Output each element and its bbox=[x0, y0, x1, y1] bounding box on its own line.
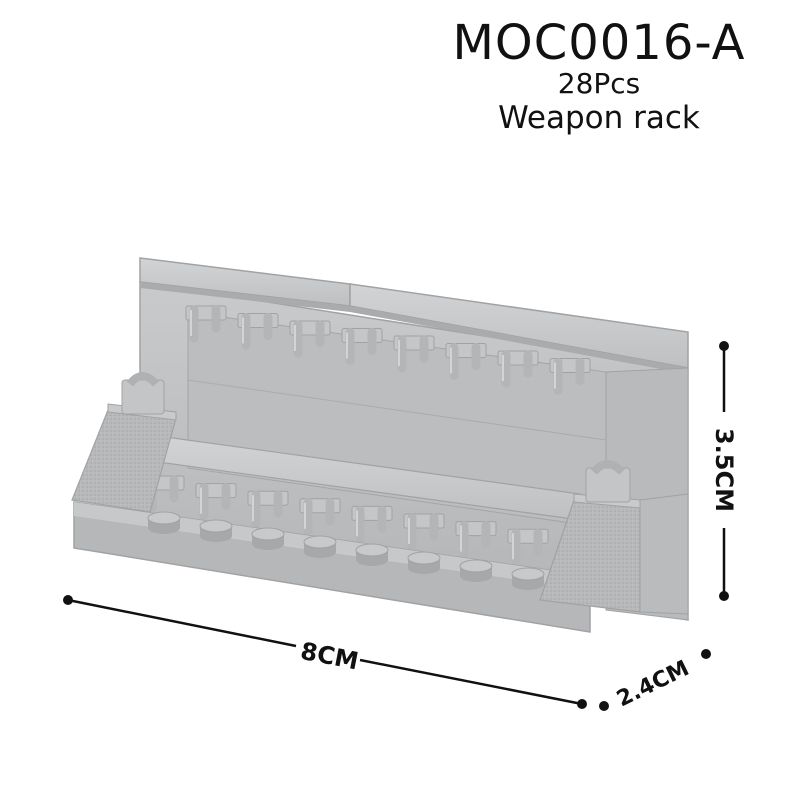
upper-clip bbox=[549, 358, 591, 395]
dimension-height: 3.5CM bbox=[710, 341, 738, 601]
upper-clip bbox=[185, 305, 227, 343]
lower-clip bbox=[247, 490, 289, 528]
length-label: 8CM bbox=[298, 637, 360, 676]
depth-label: 2.4CM bbox=[613, 656, 693, 712]
dimension-depth: 2.4CM bbox=[599, 649, 711, 712]
left-support-brick bbox=[71, 372, 177, 513]
lower-clip bbox=[299, 498, 341, 536]
lower-clip bbox=[455, 521, 497, 559]
product-name: Weapon rack bbox=[498, 99, 700, 136]
front-stud bbox=[199, 519, 233, 542]
product-code: MOC0016-A bbox=[452, 15, 746, 71]
product-header: MOC0016-A 28Pcs Weapon rack bbox=[434, 18, 764, 136]
height-label: 3.5CM bbox=[710, 428, 738, 512]
upper-clip-row bbox=[185, 305, 591, 395]
front-stud bbox=[147, 511, 181, 534]
upper-clip bbox=[237, 313, 279, 350]
upper-clip bbox=[341, 328, 383, 365]
front-stud bbox=[459, 559, 493, 582]
lower-clip bbox=[403, 513, 445, 551]
front-stud-row bbox=[147, 511, 545, 590]
front-stud bbox=[407, 551, 441, 574]
lower-clip bbox=[351, 505, 393, 543]
right-support-brick bbox=[539, 460, 689, 615]
front-stud bbox=[355, 543, 389, 566]
lower-clip bbox=[195, 483, 237, 521]
front-stud bbox=[511, 567, 545, 590]
lower-clip bbox=[507, 528, 549, 566]
front-stud bbox=[303, 535, 337, 558]
upper-clip bbox=[289, 320, 331, 358]
upper-clip bbox=[497, 350, 539, 388]
upper-clip bbox=[445, 343, 487, 380]
upper-clip bbox=[393, 335, 435, 373]
weapon-rack-model bbox=[71, 257, 689, 633]
piece-count: 28Pcs bbox=[557, 67, 641, 101]
front-stud bbox=[251, 527, 285, 550]
